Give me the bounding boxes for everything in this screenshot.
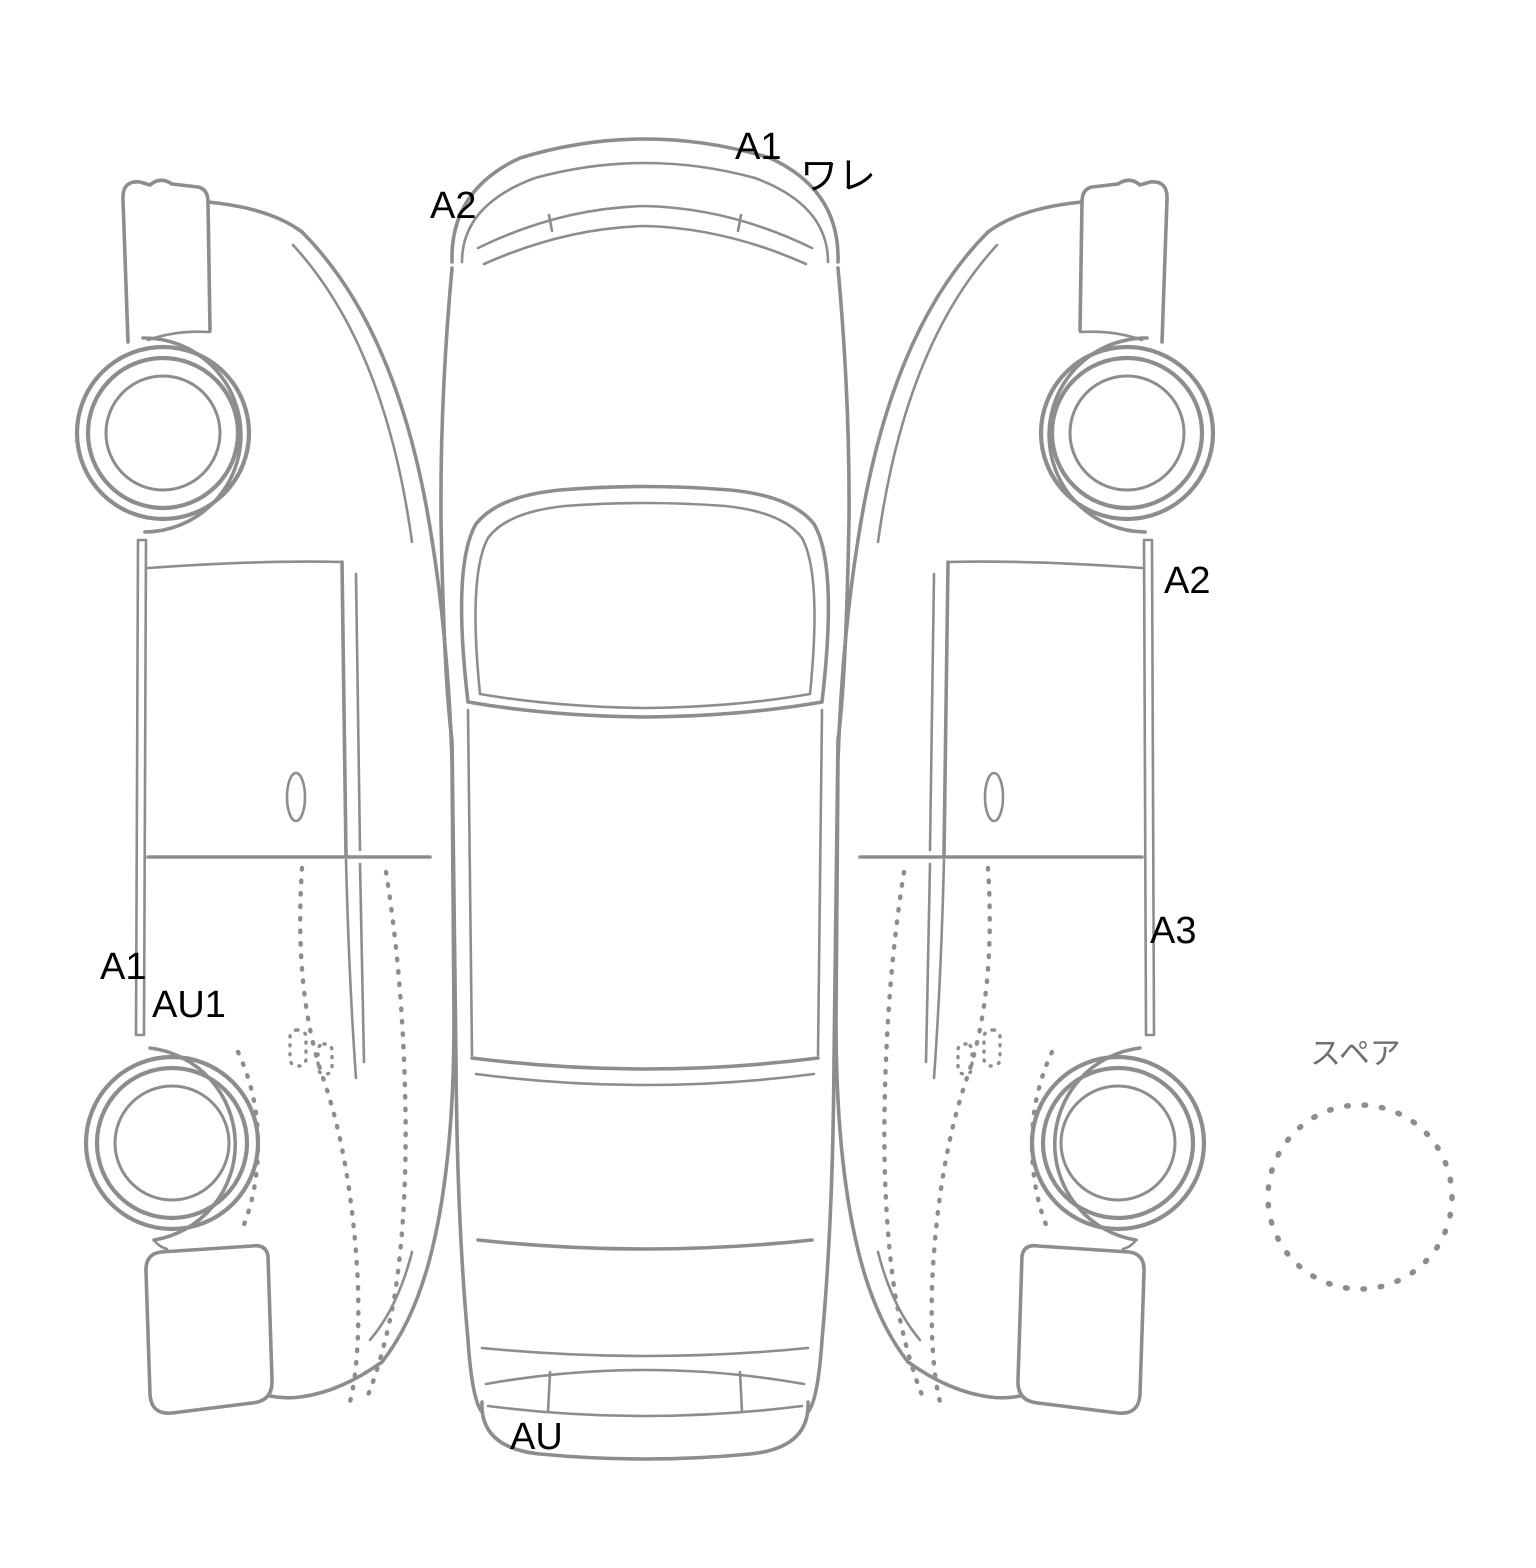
left-side-view	[77, 180, 454, 1413]
damage-code-a2-right-side: A2	[1164, 560, 1211, 602]
spare-tire-outline	[1265, 1102, 1455, 1292]
top-view	[439, 137, 851, 1461]
damage-code-au-rear: AU	[510, 1416, 563, 1458]
damage-code-a2-front: A2	[430, 185, 477, 227]
spare-tire-label: スペア	[1310, 1036, 1401, 1071]
damage-note-ware: ワレ	[800, 156, 877, 198]
damage-code-au1-left-side: AU1	[152, 984, 226, 1026]
damage-code-a1-left-side: A1	[100, 946, 147, 988]
damage-code-a1-front: A1	[735, 126, 782, 168]
damage-code-a3-right-side: A3	[1150, 910, 1197, 952]
right-side-view	[836, 180, 1213, 1413]
